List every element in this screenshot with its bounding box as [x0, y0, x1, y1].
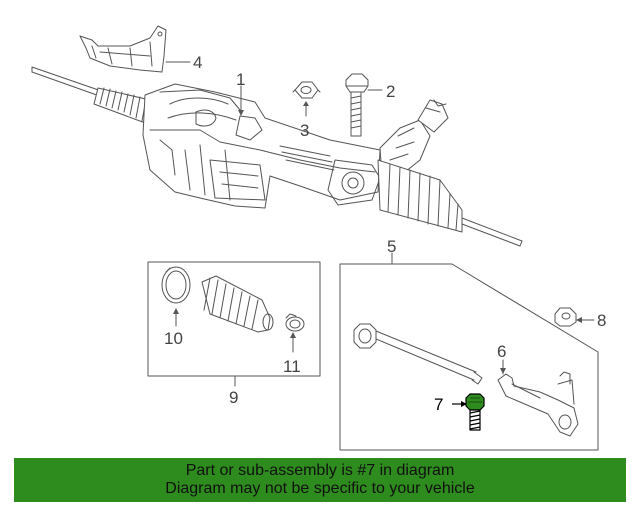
banner-line-disclaimer: Diagram may not be specific to your vehi… [165, 480, 475, 497]
clamp-ring-part-10 [161, 266, 191, 304]
callout-1[interactable]: 1 [236, 70, 245, 89]
banner-line-part-info: Part or sub-assembly is #7 in diagram [185, 462, 455, 479]
callout-10[interactable]: 10 [164, 329, 183, 348]
bolt-part-2 [345, 73, 369, 137]
callout-8[interactable]: 8 [597, 311, 606, 330]
highlighted-bolt-part-7[interactable] [465, 393, 485, 431]
callout-6[interactable]: 6 [497, 342, 506, 361]
boot-kit-bellows [201, 275, 274, 333]
callout-5[interactable]: 5 [387, 237, 396, 256]
nut-part-3 [292, 81, 321, 99]
nut-part-8 [554, 307, 577, 327]
callout-11[interactable]: 11 [283, 357, 301, 376]
info-banner: Part or sub-assembly is #7 in diagram Di… [14, 458, 626, 502]
callout-3[interactable]: 3 [300, 121, 309, 140]
inner-tie-rod [353, 323, 483, 385]
heat-shield-bracket [79, 25, 167, 73]
callout-9[interactable]: 9 [229, 388, 238, 407]
callout-7[interactable]: 7 [434, 395, 443, 414]
small-clamp-part-11 [285, 313, 305, 332]
leader-line-7 [452, 401, 467, 407]
callout-2[interactable]: 2 [386, 82, 395, 101]
outer-tie-rod-end [497, 371, 579, 437]
callout-4[interactable]: 4 [193, 53, 202, 72]
steering-gear-assembly [31, 66, 523, 247]
